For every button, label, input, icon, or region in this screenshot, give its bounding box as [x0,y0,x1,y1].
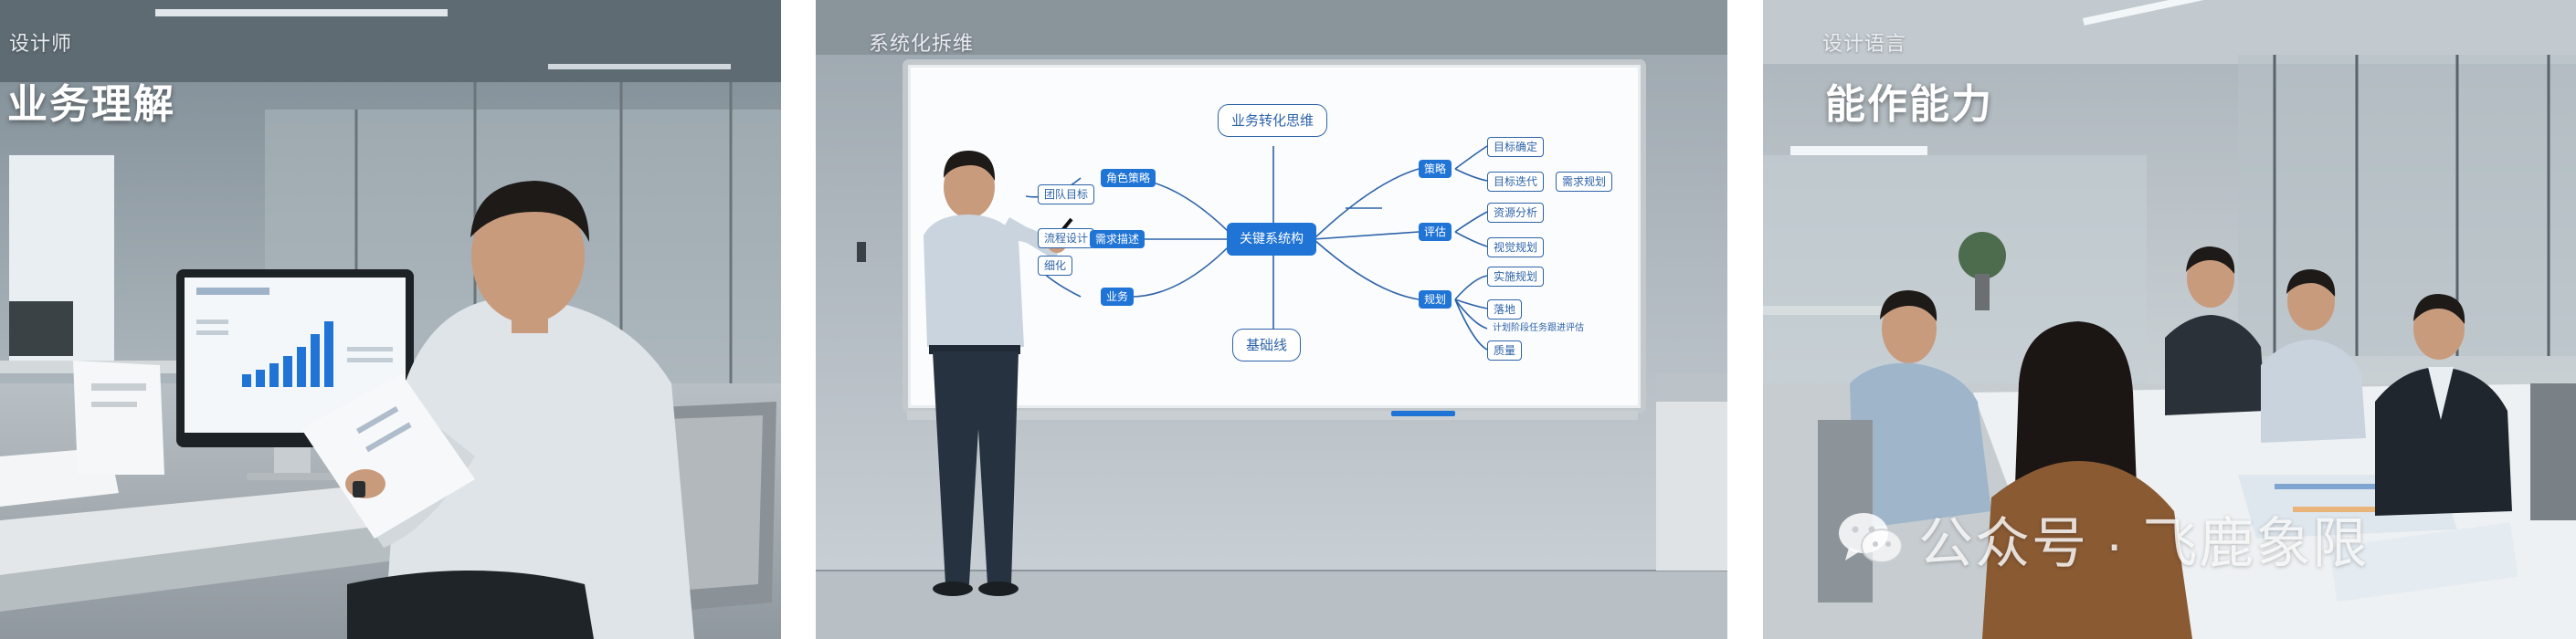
caption-title: 业务理解 [7,82,175,127]
mindmap-leaf-node: 视觉规划 [1487,237,1545,257]
caption-small: 设计语言 [1822,32,1907,55]
panel-team-ability: 设计语言 能作能力 [1763,0,2576,639]
caption-small: 系统化拆维 [869,32,975,55]
meeting-room-scene [1763,0,2576,639]
panel-systematic-breakdown: 系统化拆维 业务转化思维 关键系统构 基础线 团队目标 流程设计 细化 角色策略… [816,0,1727,639]
mindmap-bottom-node: 基础线 [1232,329,1302,361]
panel-business-understanding: 设计师 业务理解 [0,0,781,639]
watermark-text: 公众号 · 飞鹿象限 [1918,512,2370,574]
watermark: 公众号 · 飞鹿象限 [1836,507,2369,574]
mindmap-right-branch-node: 规划 [1419,290,1452,309]
mindmap-left-node: 细化 [1038,256,1073,276]
caption-small: 设计师 [9,32,73,55]
mindmap-leaf-node: 计划阶段任务跟进评估 [1493,323,1584,333]
mindmap-leaf-node: 目标迭代 [1487,172,1545,192]
whiteboard-presentation-scene [816,0,1727,639]
wechat-icon [1839,513,1903,563]
mindmap-right-branch-node: 评估 [1419,223,1452,241]
mindmap-left-branch-node: 业务 [1101,288,1135,306]
office-designer-scene [0,0,781,639]
mindmap-top-node: 业务转化思维 [1218,104,1328,137]
mindmap-left-branch-node: 角色策略 [1101,169,1156,187]
mindmap-left-node: 团队目标 [1038,184,1095,204]
caption-title: 能作能力 [1825,82,1993,127]
mindmap-leaf-node: 实施规划 [1487,267,1545,287]
mindmap-leaf-node: 目标确定 [1487,137,1545,157]
mindmap-right-branch-node: 策略 [1419,160,1452,178]
mindmap-leaf-node: 资源分析 [1487,203,1545,223]
mindmap-left-node: 流程设计 [1038,228,1095,248]
mindmap-leaf-node: 落地 [1487,299,1523,320]
mindmap-leaf-node: 质量 [1487,340,1523,361]
mindmap-left-branch-node: 需求描述 [1090,230,1145,248]
mindmap-far-right-node: 需求规划 [1556,172,1613,192]
mindmap-center-node: 关键系统构 [1227,223,1316,256]
